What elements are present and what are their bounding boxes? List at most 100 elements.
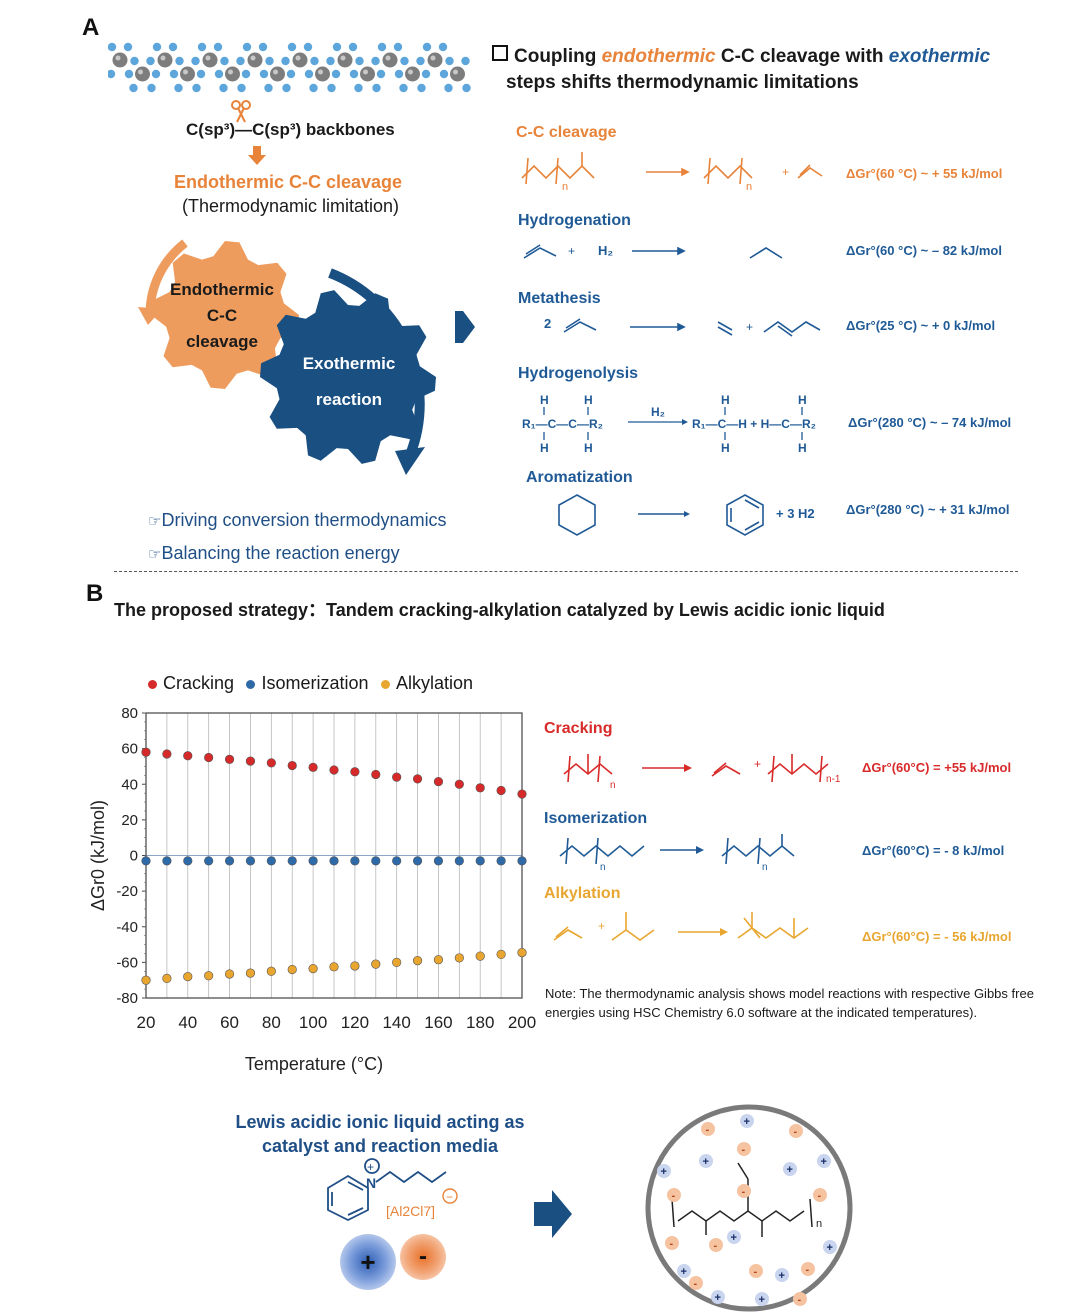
anion-sphere: -	[400, 1234, 446, 1280]
hydrogen-atom	[214, 69, 224, 79]
hydrogen-atom	[304, 69, 314, 79]
anion-sign: -	[706, 1124, 710, 1136]
gear-orange-line3: cleavage	[186, 332, 258, 351]
anion-sign: -	[818, 1190, 822, 1202]
rx-hydrogenation-title: Hydrogenation	[518, 212, 631, 229]
carbon-atom-highlight	[318, 69, 323, 75]
carbon-atom-highlight	[115, 55, 121, 61]
data-point-alkylation	[517, 947, 527, 958]
hydrogen-atom	[169, 69, 179, 79]
anion-sign: -	[742, 1186, 746, 1198]
rx-hydrogenolysis-energy: ΔGr°(280 °C) ~ – 74 kJ/mol	[848, 415, 1012, 430]
carbon-atom	[382, 52, 398, 68]
scissors-icon	[231, 100, 251, 123]
ionic-liquid-title: Lewis acidic ionic liquid acting as cata…	[210, 1110, 550, 1158]
hydrogen-atom	[421, 69, 431, 79]
hydrogen-atom	[281, 56, 290, 66]
cation-sign: +	[744, 1116, 750, 1128]
rx-b-isomerization-scheme: n n	[559, 834, 795, 873]
hydrogen-atom	[394, 69, 404, 79]
cation-sign: +	[703, 1156, 709, 1168]
carbon-atom	[427, 52, 443, 68]
panel-b-title: The proposed strategy：Tandem cracking-al…	[114, 600, 885, 620]
legend-cracking-marker	[148, 679, 157, 689]
anion-sign: -	[798, 1294, 802, 1306]
data-point-alkylation	[433, 955, 444, 965]
hydrogen-atom	[309, 83, 318, 93]
down-arrow-icon	[248, 146, 266, 165]
cation-particle	[823, 1240, 837, 1254]
data-point-cracking	[371, 769, 381, 780]
data-point-alkylation	[287, 964, 297, 975]
data-point-alkylation	[308, 964, 318, 974]
data-point-cracking	[412, 774, 423, 784]
anion-sign: -	[714, 1240, 718, 1252]
svg-text:+: +	[746, 320, 753, 334]
rx-metathesis-scheme: +	[563, 318, 821, 337]
data-point-isomerization	[412, 856, 423, 866]
y-tick-label: 80	[121, 705, 138, 722]
hydrogen-atom	[438, 42, 448, 52]
data-point-cracking	[266, 758, 276, 768]
anion-sign: -	[742, 1144, 746, 1156]
data-point-isomerization	[371, 856, 381, 866]
cation-sign: +	[715, 1292, 721, 1304]
hydrogen-atom	[196, 69, 206, 79]
anion-sign: -	[754, 1266, 758, 1278]
hydrogen-atom	[168, 42, 178, 52]
anion-particle	[789, 1124, 803, 1138]
data-point-alkylation	[412, 955, 423, 966]
carbon-atom	[292, 52, 308, 68]
hydrogen-atom	[376, 69, 386, 79]
title-prefix: Coupling	[514, 46, 602, 67]
checkbox-icon	[492, 45, 508, 61]
cation-particle	[775, 1268, 789, 1282]
x-tick-label: 180	[466, 1013, 494, 1032]
hydrogen-atom	[146, 56, 155, 66]
cation-particle	[755, 1292, 769, 1306]
data-point-isomerization	[496, 856, 506, 866]
svg-text:+: +	[754, 757, 761, 771]
carbon-atom	[112, 52, 128, 68]
backbone-label: C(sp³)—C(sp³) backbones	[186, 120, 395, 139]
hydrogen-atom	[147, 83, 156, 93]
hydrogen-atom	[241, 69, 251, 79]
cation-particle	[699, 1154, 713, 1168]
svg-text:H: H	[721, 441, 730, 455]
carbon-atom	[405, 66, 420, 82]
rx-hydrogenolysis-title: Hydrogenolysis	[518, 365, 639, 382]
hydrogen-atom	[355, 56, 364, 66]
rx-aromatization-title: Aromatization	[526, 469, 633, 486]
rx-hydrogenation-energy: ΔGr°(60 °C) ~ – 82 kJ/mol	[846, 243, 1002, 258]
right-arrow-icon	[534, 1190, 572, 1238]
data-point-isomerization	[266, 856, 276, 866]
svg-text:+: +	[782, 165, 789, 179]
cation-sign: +	[759, 1294, 765, 1306]
hydrogen-atom	[220, 56, 229, 66]
hydrogen-atom	[354, 83, 363, 93]
hydrogen-atom	[213, 42, 223, 52]
hydrogen-atom	[175, 56, 184, 66]
svg-text:n: n	[600, 862, 606, 873]
data-point-cracking	[392, 772, 402, 782]
y-axis-label: ΔGr0 (kJ/mol)	[88, 800, 108, 911]
carbon-atom	[247, 52, 263, 68]
rx-metathesis-title: Metathesis	[518, 290, 601, 307]
data-point-alkylation	[141, 975, 151, 985]
data-point-cracking	[183, 751, 193, 761]
svg-text:H: H	[584, 441, 593, 455]
rx-b-cracking-scheme: n + n-1	[563, 754, 841, 791]
x-tick-label: 200	[508, 1013, 536, 1032]
y-tick-label: -80	[116, 990, 138, 1007]
polymer-chain-illustration	[108, 42, 471, 93]
data-point-alkylation	[392, 957, 402, 967]
anion-particle	[793, 1292, 807, 1306]
hydrogen-atom	[174, 83, 183, 93]
bullet-balancing-text: Balancing the reaction energy	[161, 543, 400, 563]
hydrogen-atom	[348, 42, 358, 52]
x-tick-label: 100	[299, 1013, 327, 1032]
data-point-cracking	[350, 767, 360, 777]
svg-text:n: n	[816, 1218, 822, 1230]
gear-shape	[151, 241, 299, 389]
hydrogen-atom	[129, 83, 138, 93]
